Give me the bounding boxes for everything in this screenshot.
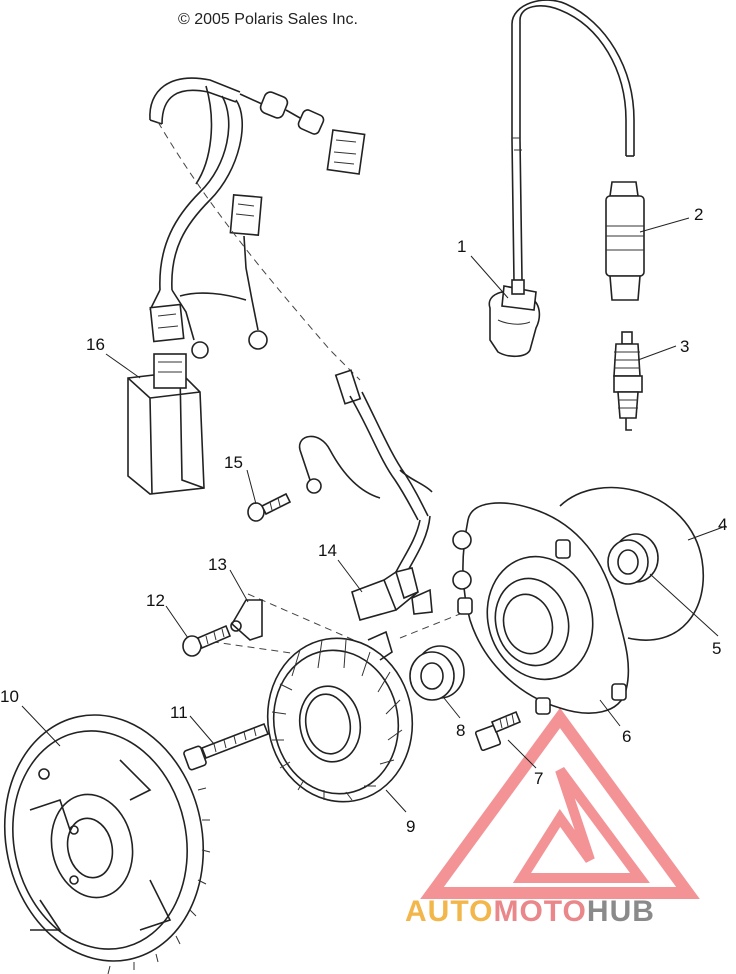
clamp-13 (230, 599, 263, 641)
ignition-coil (488, 0, 635, 358)
pickup-sensor (351, 567, 433, 621)
copyright-text: © 2005 Polaris Sales Inc. (178, 11, 358, 28)
callout-1: 1 (457, 237, 466, 256)
callout-6: 6 (622, 727, 631, 746)
callout-10: 10 (0, 687, 19, 706)
screw-11 (183, 722, 270, 771)
screw-15 (247, 492, 292, 522)
watermark-hub: HUB (587, 895, 655, 928)
o-ring (559, 486, 704, 641)
assembly-line (157, 121, 361, 381)
assembly-line (399, 609, 471, 639)
callout-9: 9 (406, 817, 415, 836)
cdi-box (127, 353, 205, 495)
callout-4: 4 (718, 515, 727, 534)
pickup-wire (298, 369, 433, 575)
watermark-moto: MOTO (493, 895, 586, 928)
stator-plate (452, 502, 630, 715)
bolt-7 (474, 710, 522, 752)
callout-7: 7 (534, 769, 543, 788)
spark-plug-cap (605, 181, 645, 301)
callout-8: 8 (456, 721, 465, 740)
stator (266, 630, 414, 803)
seal-8 (409, 645, 465, 701)
callout-2: 2 (694, 205, 703, 224)
leader-lines (21, 217, 727, 813)
callout-13: 13 (208, 555, 227, 574)
callout-16: 16 (86, 335, 105, 354)
callout-5: 5 (712, 639, 721, 658)
callout-labels: 1 2 3 4 5 6 7 8 9 10 11 12 13 14 15 16 (0, 205, 727, 836)
watermark-logo (420, 707, 700, 899)
callout-14: 14 (318, 541, 337, 560)
flywheel (3, 714, 211, 974)
screw-12 (182, 624, 232, 657)
wiring-harness (149, 77, 366, 359)
watermark-auto: AUTO (405, 895, 493, 928)
seal-5 (607, 533, 659, 585)
callout-11: 11 (170, 703, 188, 722)
callout-15: 15 (224, 453, 243, 472)
assembly-line (247, 593, 373, 649)
spark-plug (613, 331, 643, 431)
svg-text:AUTOMOTOHUB: AUTOMOTOHUB (405, 895, 655, 928)
callout-3: 3 (680, 337, 689, 356)
callout-12: 12 (146, 591, 165, 610)
